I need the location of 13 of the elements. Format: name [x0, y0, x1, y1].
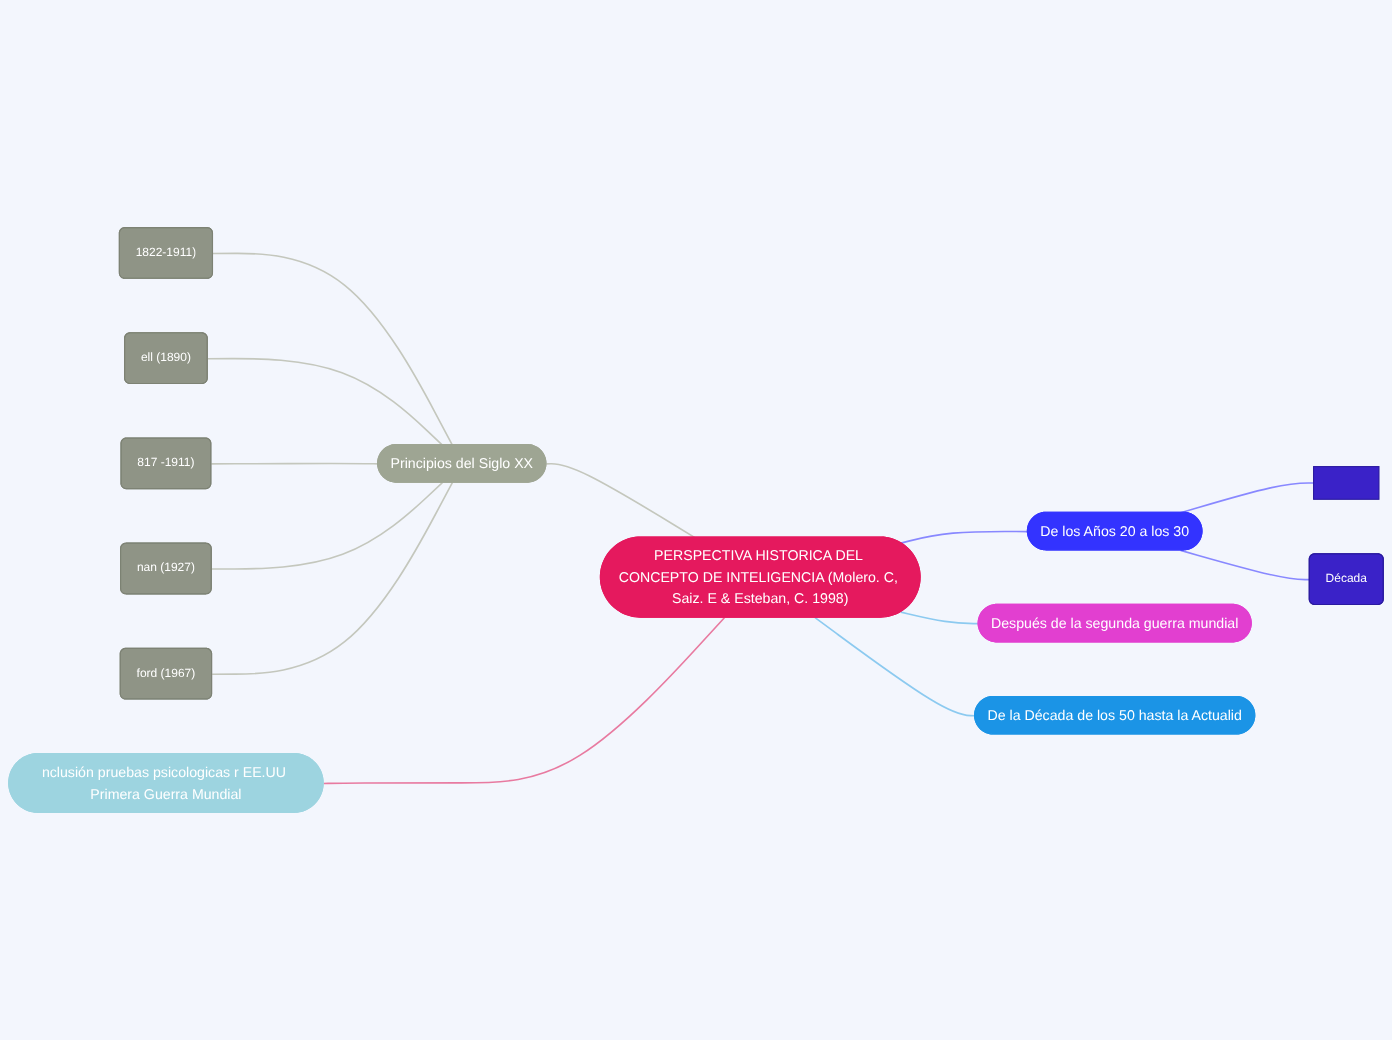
connector — [900, 611, 980, 625]
connector — [207, 357, 444, 446]
connector — [322, 616, 726, 785]
connector — [1179, 482, 1315, 514]
connector — [545, 462, 696, 539]
connector — [212, 252, 454, 446]
node-box — [1313, 466, 1380, 500]
connector — [1179, 549, 1311, 581]
connector — [211, 481, 444, 570]
connector — [814, 616, 976, 717]
connector — [211, 481, 454, 676]
connector — [210, 462, 379, 465]
connector — [900, 530, 1029, 544]
